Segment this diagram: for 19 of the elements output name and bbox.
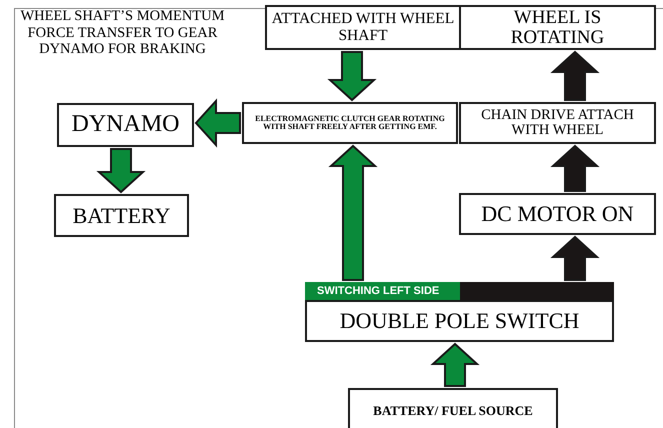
process-box: DC MOTOR ON bbox=[459, 193, 656, 235]
node-caption: WHEEL SHAFT’S MOMENTUM FORCE TRANSFER TO GEAR DYNAMO FOR BRAKING bbox=[19, 8, 226, 58]
process-box: DOUBLE POLE SWITCH bbox=[305, 300, 614, 342]
switch-indicator-bar: SWITCHING LEFT SIDE bbox=[305, 282, 614, 300]
process-box: ATTACHED WITH WHEEL SHAFT bbox=[265, 5, 461, 50]
block-arrow bbox=[328, 144, 378, 281]
block-arrow bbox=[430, 342, 480, 387]
block-arrow bbox=[194, 98, 241, 148]
process-box: BATTERY bbox=[54, 194, 189, 237]
block-arrow bbox=[550, 236, 600, 281]
process-box: DYNAMO bbox=[57, 103, 194, 147]
process-box: ELECTROMAGNETIC CLUTCH GEAR ROTATING WITH SHAFT FREELY AFTER GETTING EMF. bbox=[242, 102, 458, 144]
process-box: CHAIN DRIVE ATTACH WITH WHEEL bbox=[459, 102, 656, 144]
block-arrow bbox=[96, 148, 146, 194]
process-box: WHEEL IS ROTATING bbox=[459, 5, 656, 50]
block-arrow bbox=[550, 144, 600, 192]
block-arrow bbox=[327, 51, 377, 102]
block-arrow bbox=[550, 50, 600, 101]
process-box: BATTERY/ FUEL SOURCE bbox=[348, 388, 558, 428]
